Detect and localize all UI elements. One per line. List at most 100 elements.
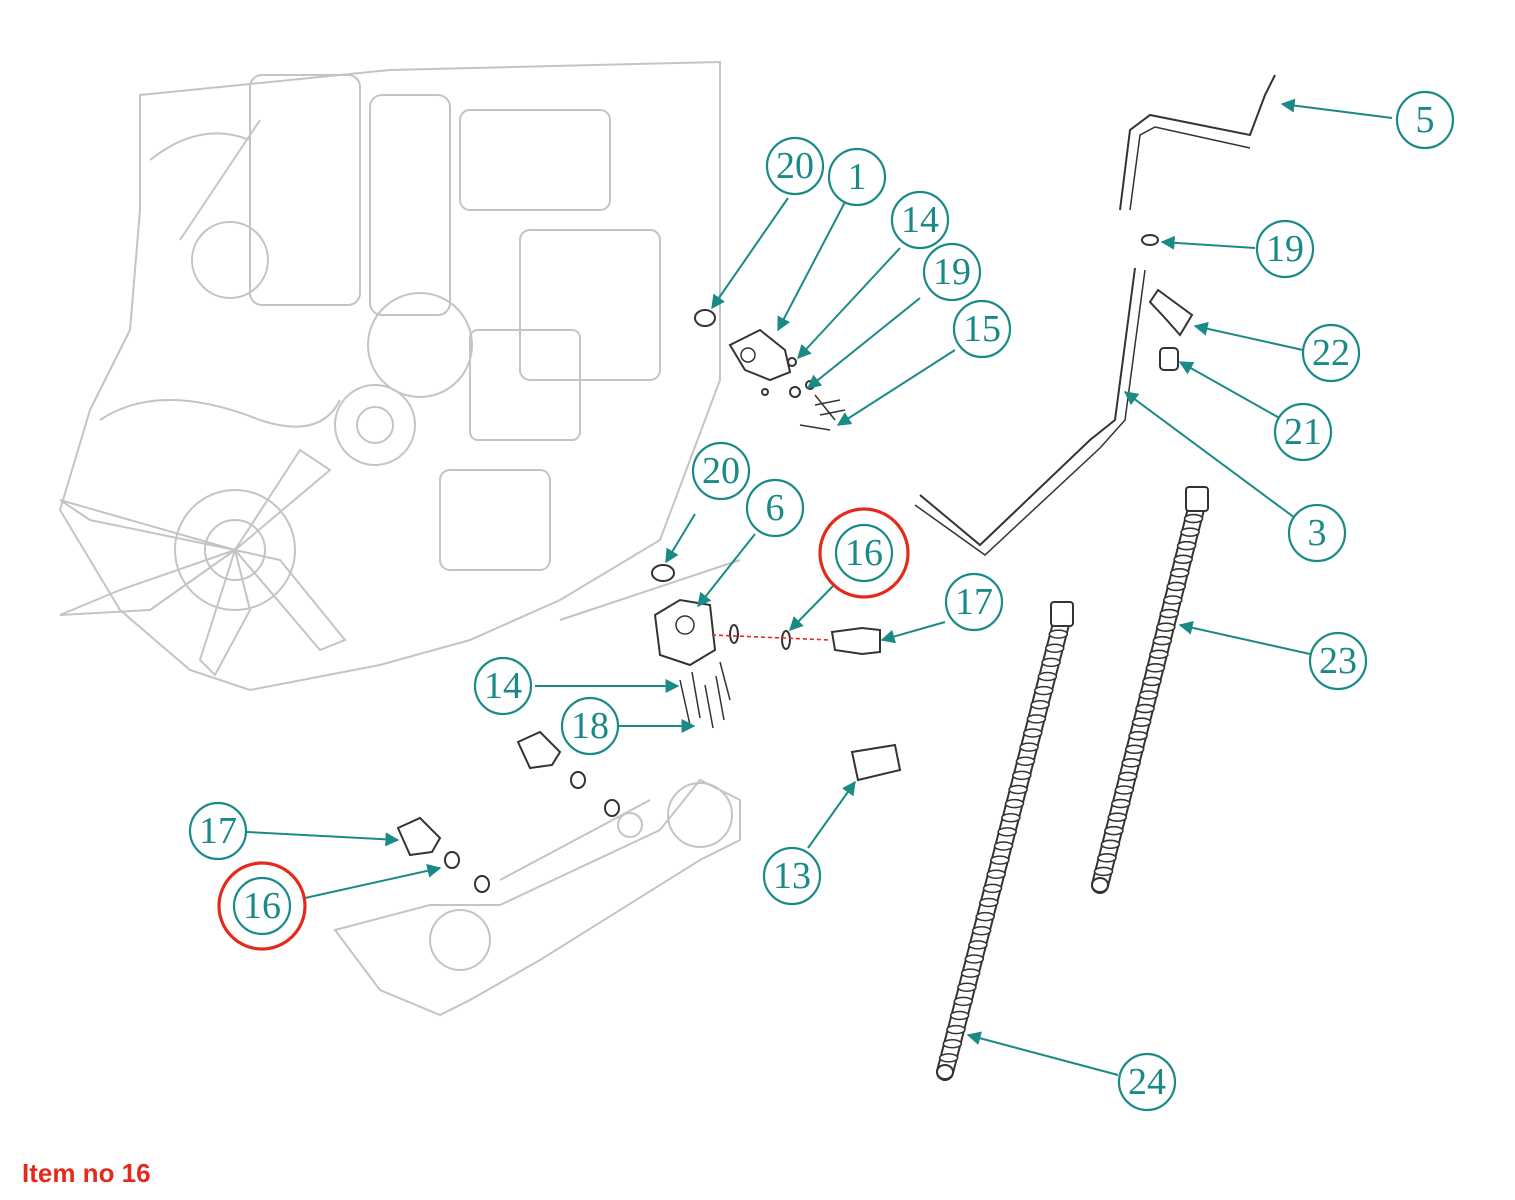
seal-ring-left [729, 624, 739, 644]
hose-corrugation [938, 1053, 959, 1063]
hose-corrugation [1124, 744, 1145, 755]
oring-19-right [1141, 234, 1159, 246]
hose-24 [936, 601, 1074, 1081]
callout-17-lower: 17 [188, 801, 248, 861]
parts-group [396, 74, 1276, 893]
filter-housing-background [333, 778, 741, 1017]
hose-corrugation [1044, 643, 1065, 654]
hose-corrugation [1159, 608, 1180, 619]
hose-corrugation [1041, 657, 1061, 668]
callout-6: 6 [745, 478, 805, 538]
hose-corrugation [997, 827, 1017, 837]
hose-corrugation [990, 855, 1010, 865]
hose-corrugation [1022, 728, 1043, 738]
hose-corrugation [979, 897, 999, 908]
svg-text:3: 3 [1308, 512, 1327, 554]
hose-nut [1185, 486, 1209, 512]
seal-ring-16-upper [781, 630, 791, 650]
pipe-3 [919, 267, 1136, 547]
svg-text:23: 23 [1319, 640, 1357, 682]
hose-corrugation [1030, 699, 1050, 710]
hose-corrugation [1033, 685, 1054, 696]
clip-22 [1148, 288, 1194, 337]
washer-20-upper [694, 309, 716, 327]
svg-text:6: 6 [766, 487, 785, 529]
hose-end-fitting [1091, 877, 1109, 893]
hose-corrugation [1048, 629, 1069, 639]
hose-corrugation [1093, 866, 1114, 877]
callout-20-mid: 20 [691, 441, 751, 501]
item-caption: Item no 16 [22, 1158, 151, 1188]
hose-corrugation [1004, 798, 1025, 809]
callout-18: 18 [560, 696, 620, 756]
callout-23: 23 [1308, 631, 1368, 691]
svg-text:13: 13 [773, 855, 811, 897]
hose-corrugation [1110, 798, 1131, 809]
svg-text:24: 24 [1128, 1061, 1166, 1103]
svg-text:14: 14 [901, 199, 939, 241]
callout-14-upper: 14 [890, 190, 950, 250]
hose-corrugation [1128, 730, 1148, 741]
hose-corrugation [1131, 717, 1152, 727]
leader-lines [246, 98, 1393, 1076]
svg-text:15: 15 [963, 308, 1001, 350]
hose-corrugation [1104, 825, 1124, 836]
hose-corrugation [1173, 554, 1193, 565]
hose-23 [1091, 486, 1209, 894]
banjo-bolt-17-lower [396, 816, 442, 857]
hose-corrugation [964, 954, 985, 964]
hose-corrugation [946, 1024, 966, 1035]
hose-corrugation [1138, 690, 1159, 700]
hose-corrugation [982, 883, 1003, 894]
hose-corrugation [1026, 714, 1047, 724]
hose-corrugation [971, 925, 992, 936]
svg-text:22: 22 [1312, 332, 1350, 374]
block-6 [653, 598, 717, 667]
hose-corrugation [1152, 635, 1173, 646]
callout-13: 13 [762, 846, 822, 906]
banjo-bolt-17-upper [830, 626, 881, 656]
callout-20-upper: 20 [765, 136, 825, 196]
svg-text:19: 19 [1266, 228, 1304, 270]
callout-5: 5 [1395, 90, 1455, 150]
callout-21: 21 [1273, 402, 1333, 462]
hose-corrugation [1011, 770, 1032, 781]
hose-corrugation [1162, 595, 1183, 605]
callout-22: 22 [1301, 323, 1361, 383]
sleeve-21 [1159, 347, 1179, 371]
hose-nut [1050, 601, 1074, 627]
flange-fitting-1 [728, 328, 792, 382]
hose-corrugation [1180, 527, 1200, 537]
hose-corrugation [1037, 671, 1058, 682]
hose-corrugation [1176, 540, 1197, 551]
hose-end-fitting [936, 1064, 954, 1080]
hose-corrugation [1097, 853, 1117, 863]
hose-corrugation [993, 841, 1014, 851]
svg-text:17: 17 [199, 810, 237, 852]
hose-corrugation [1114, 785, 1135, 795]
svg-text:20: 20 [776, 145, 814, 187]
engine-background [58, 60, 741, 692]
hose-corrugation [1142, 676, 1162, 687]
hose-corrugation [1008, 784, 1028, 795]
svg-text:5: 5 [1416, 99, 1435, 141]
hose-corrugation [968, 940, 988, 950]
svg-text:20: 20 [702, 450, 740, 492]
hose-corrugation [986, 869, 1006, 880]
hose-corrugation [1135, 703, 1155, 714]
hose-corrugation [1169, 568, 1190, 578]
highlight-ring-upper [818, 507, 910, 599]
svg-text:16: 16 [845, 532, 883, 574]
callout-3: 3 [1287, 503, 1347, 563]
hose-corrugation [942, 1038, 963, 1049]
hose-corrugation [1001, 812, 1021, 823]
hose-corrugation [953, 996, 974, 1007]
hose-corrugation [1015, 756, 1036, 767]
svg-text:1: 1 [848, 156, 867, 198]
hose-corrugation [1117, 771, 1138, 782]
svg-text:19: 19 [933, 251, 971, 293]
oring-19-upper [789, 386, 801, 398]
hose-corrugation [1019, 742, 1039, 752]
highlight-ring-lower [217, 861, 307, 951]
